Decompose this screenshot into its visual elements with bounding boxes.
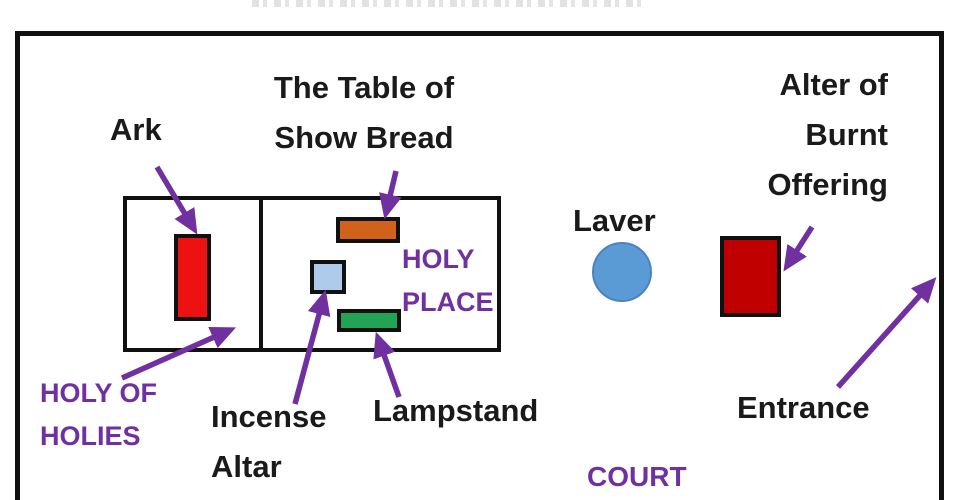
- alter-of-burnt-offering-label-line1: Alter of: [779, 67, 889, 102]
- incense-altar-label-line1: Incense: [211, 399, 327, 434]
- alter-of-burnt-offering-label-line3: Offering: [767, 167, 888, 202]
- cropped-title-remnant: [252, 0, 644, 7]
- holy-place-label-line1: HOLY: [402, 244, 475, 274]
- laver-label: Laver: [573, 203, 656, 238]
- table-of-show-bread-label-line1: The Table of: [273, 70, 455, 105]
- alter-of-burnt-offering-label-line2: Burnt: [805, 117, 888, 152]
- entrance-label: Entrance: [737, 390, 870, 425]
- table-of-show-bread-label: The Table of Show Bread: [258, 63, 470, 163]
- court-boundary-rect: [15, 31, 944, 500]
- incense-altar-label-line2: Altar: [211, 449, 282, 484]
- court-label: COURT: [587, 461, 687, 492]
- table-of-show-bread-label-line2: Show Bread: [274, 120, 454, 155]
- lampstand-label: Lampstand: [373, 393, 539, 428]
- holy-of-holies-label-line1: HOLY OF: [40, 378, 158, 408]
- tent-divider-line: [259, 196, 263, 352]
- incense-altar-label: Incense Altar: [211, 392, 326, 492]
- alter-of-burnt-offering-label: Alter of Burnt Offering: [688, 60, 888, 210]
- holy-of-holies-label-line2: HOLIES: [40, 421, 141, 451]
- holy-place-label: HOLY PLACE: [402, 238, 494, 324]
- ark-label: Ark: [110, 112, 162, 147]
- holy-place-label-line2: PLACE: [402, 287, 494, 317]
- holy-of-holies-label: HOLY OF HOLIES: [40, 372, 157, 458]
